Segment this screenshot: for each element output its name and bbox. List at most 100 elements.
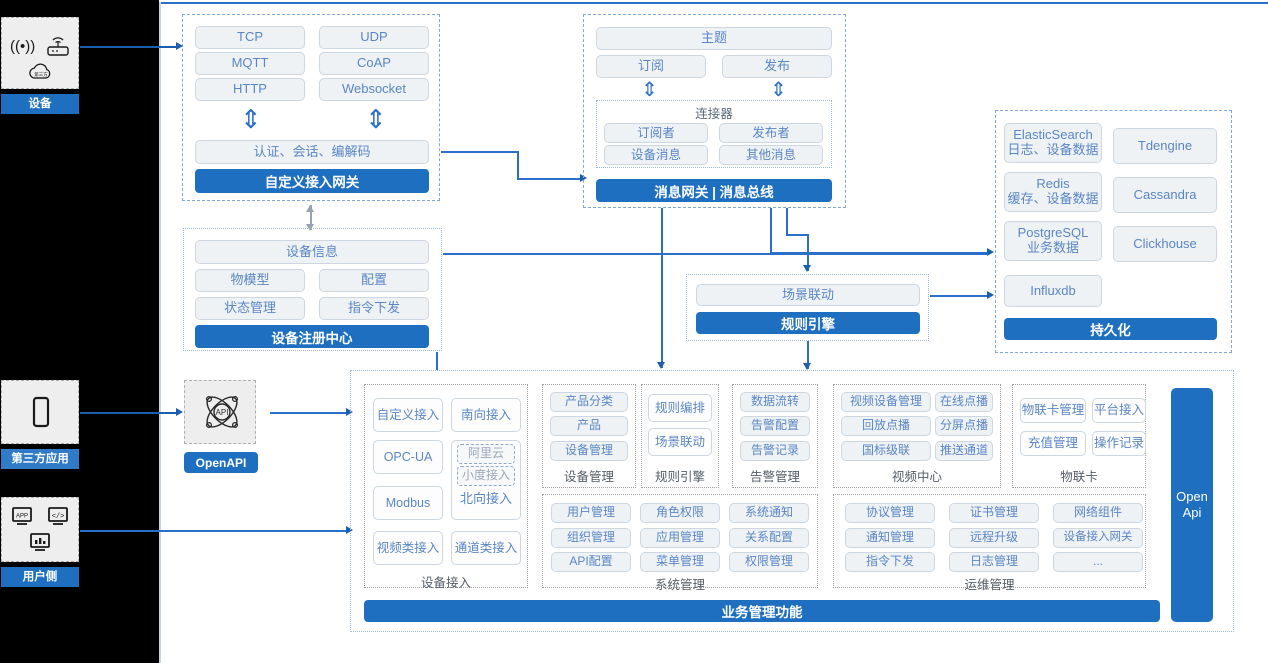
protocol-http[interactable]: HTTP — [195, 78, 305, 101]
sys-role-permission[interactable]: 角色权限 — [640, 503, 720, 523]
gateway-registry-arrow-up — [306, 205, 314, 212]
ops-device-access-gateway[interactable]: 设备接入网关 — [1053, 528, 1143, 548]
connector-publisher[interactable]: 发布者 — [719, 123, 823, 143]
registry-config[interactable]: 配置 — [319, 269, 429, 292]
access-xiaodu[interactable]: 小度接入 — [457, 466, 515, 486]
devmgmt-device-management[interactable]: 设备管理 — [550, 441, 628, 461]
video-split-screen-vod[interactable]: 分屏点播 — [935, 416, 993, 436]
access-channel[interactable]: 通道类接入 — [451, 531, 521, 565]
access-opcua[interactable]: OPC-UA — [373, 440, 443, 474]
connector-title: 连接器 — [695, 107, 733, 121]
store-cassandra[interactable]: Cassandra — [1113, 177, 1217, 213]
gateway-auth-session-codec[interactable]: 认证、会话、编解码 — [195, 140, 429, 164]
registry-state-mgmt[interactable]: 状态管理 — [195, 297, 305, 320]
store-postgresql-name: PostgreSQL — [1017, 225, 1089, 241]
rule-scene-linkage[interactable]: 场景联动 — [696, 284, 920, 306]
store-influxdb[interactable]: Influxdb — [1004, 275, 1102, 307]
bus-to-persist-h — [770, 252, 988, 254]
openapi-to-business-line — [270, 412, 347, 414]
video-online-vod[interactable]: 在线点播 — [935, 392, 993, 412]
sys-relation-config[interactable]: 关系配置 — [729, 528, 809, 548]
openapi-vertical-bar[interactable]: Open Api — [1171, 388, 1213, 622]
registry-device-info[interactable]: 设备信息 — [195, 240, 429, 264]
store-redis[interactable]: Redis 缓存、设备数据 — [1004, 172, 1102, 212]
thirdparty-icon-panel — [1, 380, 79, 444]
sys-user-mgmt[interactable]: 用户管理 — [551, 503, 631, 523]
sys-org-mgmt[interactable]: 组织管理 — [551, 528, 631, 548]
chart-monitor-icon — [30, 533, 50, 551]
persistence-bar[interactable]: 持久化 — [1004, 318, 1217, 340]
registry-command-dispatch[interactable]: 指令下发 — [319, 297, 429, 320]
protocol-coap[interactable]: CoAP — [319, 52, 429, 75]
devmgmt-product[interactable]: 产品 — [550, 416, 628, 436]
ops-remote-upgrade[interactable]: 远程升级 — [949, 528, 1039, 548]
access-northbound-wrap: 阿里云 小度接入 北向接入 — [451, 440, 521, 520]
store-clickhouse[interactable]: Clickhouse — [1113, 226, 1217, 262]
sys-api-config[interactable]: API配置 — [551, 552, 631, 572]
ops-notify-mgmt[interactable]: 通知管理 — [845, 528, 935, 548]
rule-scene[interactable]: 场景联动 — [648, 428, 712, 456]
message-bus-bar[interactable]: 消息网关 | 消息总线 — [596, 179, 832, 202]
devmgmt-product-category[interactable]: 产品分类 — [550, 392, 628, 412]
access-southbound[interactable]: 南向接入 — [451, 398, 521, 432]
iotcard-recharge-mgmt[interactable]: 充值管理 — [1020, 431, 1086, 456]
code-monitor-icon: </> — [48, 507, 68, 525]
video-device-mgmt[interactable]: 视频设备管理 — [841, 392, 931, 412]
store-tdengine[interactable]: Tdengine — [1113, 128, 1217, 164]
rule-orchestration[interactable]: 规则编排 — [648, 394, 712, 422]
connector-device-message[interactable]: 设备消息 — [604, 145, 708, 165]
sys-notification[interactable]: 系统通知 — [729, 503, 809, 523]
video-push-channel[interactable]: 推送通道 — [935, 441, 993, 461]
store-postgresql[interactable]: PostgreSQL 业务数据 — [1004, 221, 1102, 261]
connector-subscriber[interactable]: 订阅者 — [604, 123, 708, 143]
protocol-mqtt[interactable]: MQTT — [195, 52, 305, 75]
alarm-config[interactable]: 告警配置 — [740, 416, 810, 436]
openapi-badge[interactable]: OpenAPI — [184, 452, 258, 473]
iotcard-platform-access[interactable]: 平台接入 — [1092, 398, 1146, 423]
video-gb-cascade[interactable]: 国标级联 — [841, 441, 931, 461]
svg-text:</>: </> — [52, 513, 65, 521]
bus-to-rule-arrowhead — [803, 265, 811, 272]
iotcard-management[interactable]: 物联卡管理 — [1020, 398, 1086, 423]
access-video[interactable]: 视频类接入 — [373, 531, 443, 565]
userside-to-business-arrowhead — [346, 526, 353, 534]
signal-icon: ((•)) — [10, 38, 36, 55]
access-modbus[interactable]: Modbus — [373, 486, 443, 520]
business-bar[interactable]: 业务管理功能 — [364, 600, 1160, 622]
ops-command-dispatch[interactable]: 指令下发 — [845, 552, 935, 572]
gateway-bar[interactable]: 自定义接入网关 — [195, 169, 429, 193]
group-device-mgmt — [542, 384, 636, 488]
sidebar-label-device: 设备 — [1, 94, 79, 114]
iotcard-operation-log[interactable]: 操作记录 — [1092, 431, 1146, 456]
alarm-record[interactable]: 告警记录 — [740, 441, 810, 461]
sys-app-mgmt[interactable]: 应用管理 — [640, 528, 720, 548]
bus-topic[interactable]: 主题 — [596, 27, 832, 50]
group-rule-engine — [641, 384, 719, 488]
gateway-registry-arrow-down — [306, 224, 314, 231]
access-aliyun[interactable]: 阿里云 — [457, 444, 515, 464]
video-playback-vod[interactable]: 回放点播 — [841, 416, 931, 436]
bus-publish[interactable]: 发布 — [722, 55, 832, 78]
connector-group — [596, 100, 832, 168]
protocol-udp[interactable]: UDP — [319, 26, 429, 49]
ops-cert-mgmt[interactable]: 证书管理 — [949, 503, 1039, 523]
bus-to-rule-v1 — [786, 208, 788, 235]
access-custom[interactable]: 自定义接入 — [373, 398, 443, 432]
connector-other-message[interactable]: 其他消息 — [719, 145, 823, 165]
registry-thing-model[interactable]: 物模型 — [195, 269, 305, 292]
store-elasticsearch-name: ElasticSearch — [1013, 127, 1093, 143]
registry-bar[interactable]: 设备注册中心 — [195, 325, 429, 348]
bus-subscribe[interactable]: 订阅 — [596, 55, 706, 78]
ops-protocol-mgmt[interactable]: 协议管理 — [845, 503, 935, 523]
business-group — [350, 370, 1234, 632]
sys-permission-mgmt[interactable]: 权限管理 — [729, 552, 809, 572]
protocol-websocket[interactable]: Websocket — [319, 78, 429, 101]
store-elasticsearch[interactable]: ElasticSearch 日志、设备数据 — [1004, 123, 1102, 163]
protocol-tcp[interactable]: TCP — [195, 26, 305, 49]
ops-network-component[interactable]: 网络组件 — [1053, 503, 1143, 523]
ops-more[interactable]: ... — [1053, 552, 1143, 572]
alarm-data-flow[interactable]: 数据流转 — [740, 392, 810, 412]
ops-log-mgmt[interactable]: 日志管理 — [949, 552, 1039, 572]
sys-menu-mgmt[interactable]: 菜单管理 — [640, 552, 720, 572]
rule-engine-bar[interactable]: 规则引擎 — [696, 312, 920, 334]
